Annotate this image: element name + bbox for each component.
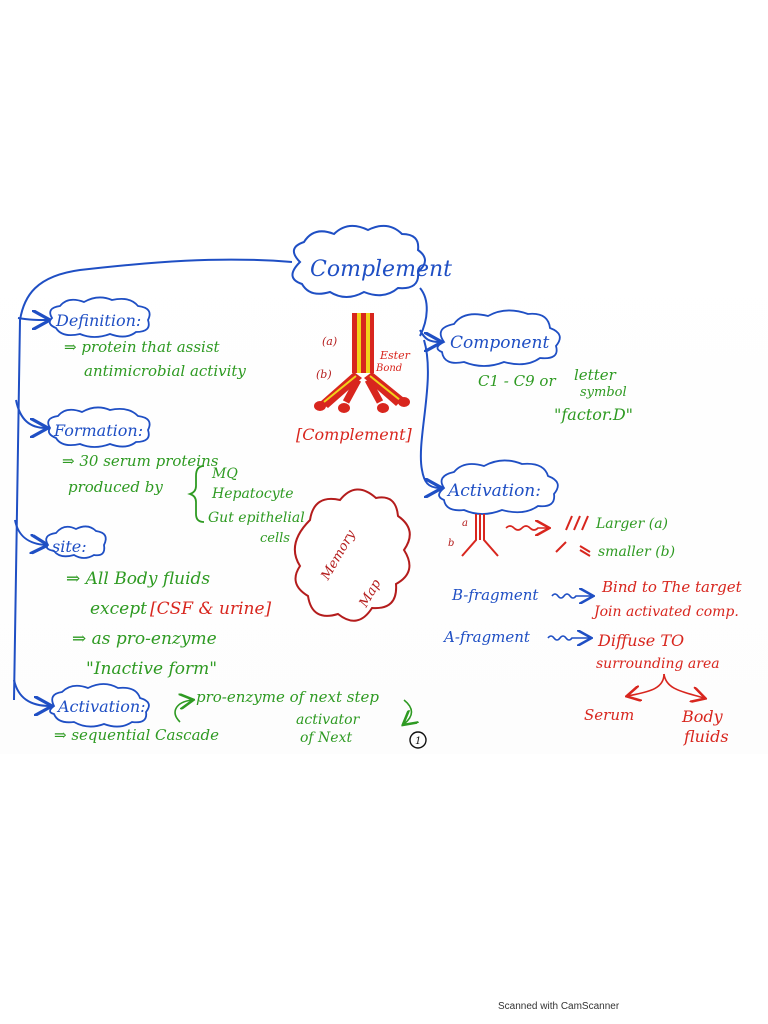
formation-item-4: cells [260, 531, 290, 546]
connector-definition [17, 318, 48, 320]
formation-section: Formation: ⇒ 30 serum proteins produced … [47, 406, 305, 546]
serum-label: Serum [584, 706, 634, 724]
formation-brace [187, 465, 205, 523]
connector-activation-left [13, 679, 50, 706]
site-line-3: ⇒ as pro-enzyme [72, 629, 217, 649]
activation-left-line-1: ⇒ sequential Cascade [54, 726, 219, 744]
right-spine-connector [419, 287, 428, 337]
site-line-2-prefix: except [90, 599, 147, 619]
larger-label: Larger (a) [595, 516, 668, 532]
wavy-arrow-split [505, 526, 548, 530]
site-line-2-bracket: [CSF & urine] [150, 599, 272, 619]
complement-molecule-diagram: (a) (b) Ester Bond [Complement] [296, 313, 412, 444]
connector-site [14, 519, 46, 545]
ester-label: Ester [379, 349, 411, 362]
a-fragment-text-1: Diffuse TO [597, 631, 684, 650]
site-section: site: ⇒ All Body fluids except [CSF & ur… [45, 525, 272, 679]
component-heading: Component [450, 333, 549, 353]
component-line-1: C1 - C9 or [478, 372, 556, 390]
title-cloud: Complement [291, 224, 452, 298]
activation-left-section: Activation: ⇒ sequential Cascade pro-enz… [49, 683, 427, 749]
definition-heading: Definition: [55, 311, 141, 330]
left-spine-connector [13, 258, 293, 701]
connector-activation-right [419, 339, 440, 488]
b-fragment-label: B-fragment [451, 586, 539, 604]
cascade-return-arrow [404, 699, 412, 724]
formation-line-2: produced by [68, 478, 163, 496]
definition-line-2: antimicrobial activity [84, 362, 246, 380]
molecule-label-a: (a) [322, 335, 337, 348]
split-arrow-serum [628, 673, 665, 696]
scanner-footer: Scanned with CamScanner [498, 1001, 620, 1012]
b-fragment-text-1: Bind to The target [601, 578, 743, 596]
component-letter-3: "factor.D" [554, 405, 633, 424]
definition-section: Definition: ⇒ protein that assist antimi… [48, 296, 246, 380]
body-label-2: fluids [683, 727, 729, 746]
connector-component [419, 329, 440, 342]
activation-left-note-1: pro-enzyme of next step [196, 688, 379, 706]
title-text: Complement [310, 257, 452, 282]
activation-left-note-2: activator [296, 712, 361, 728]
activation-left-heading: Activation: [56, 697, 146, 716]
wavy-arrow-b [551, 594, 592, 598]
smaller-label: smaller (b) [598, 544, 675, 560]
a-fragment-label: A-fragment [442, 628, 531, 646]
page-number: 1 [415, 736, 421, 747]
formation-item-3: Gut epithelial [208, 510, 305, 526]
smaller-fragment [555, 541, 591, 557]
body-label-1: Body [681, 707, 724, 726]
formation-item-1: MQ [211, 466, 238, 482]
formation-heading: Formation: [53, 421, 143, 440]
activation-right-section: Activation: a b Larger (a) smaller (b) B… [438, 459, 743, 746]
memory-map-blob: Memory Map [293, 488, 411, 622]
bond-label: Bond [375, 363, 402, 374]
component-section: Component C1 - C9 or letter symbol "fact… [436, 309, 633, 424]
molecule-caption: [Complement] [296, 425, 412, 444]
component-letter-1: letter [574, 366, 617, 384]
page-number-circle [409, 731, 427, 749]
definition-line-1: ⇒ protein that assist [64, 338, 221, 356]
site-line-4: "Inactive form" [86, 659, 217, 679]
b-fragment-text-2: Join activated comp. [591, 604, 739, 620]
split-arrow-body [663, 673, 704, 698]
larger-fragment [565, 515, 589, 531]
activation-left-note-3: of Next [300, 730, 352, 746]
activation-right-heading: Activation: [446, 481, 541, 501]
formation-item-2: Hepatocyte [211, 486, 294, 502]
connector-formation [15, 399, 46, 428]
site-line-1: ⇒ All Body fluids [66, 569, 210, 589]
wavy-arrow-a [547, 636, 590, 640]
a-fragment-text-2: surrounding area [596, 656, 720, 672]
split-label-b: b [448, 538, 454, 549]
molecule-label-b: (b) [316, 368, 332, 381]
site-heading: site: [52, 537, 87, 556]
formation-line-1: ⇒ 30 serum proteins [62, 452, 219, 470]
cascade-curve [174, 700, 192, 723]
component-letter-2: symbol [580, 385, 627, 400]
split-molecule [461, 514, 499, 557]
split-label-a: a [462, 518, 468, 529]
